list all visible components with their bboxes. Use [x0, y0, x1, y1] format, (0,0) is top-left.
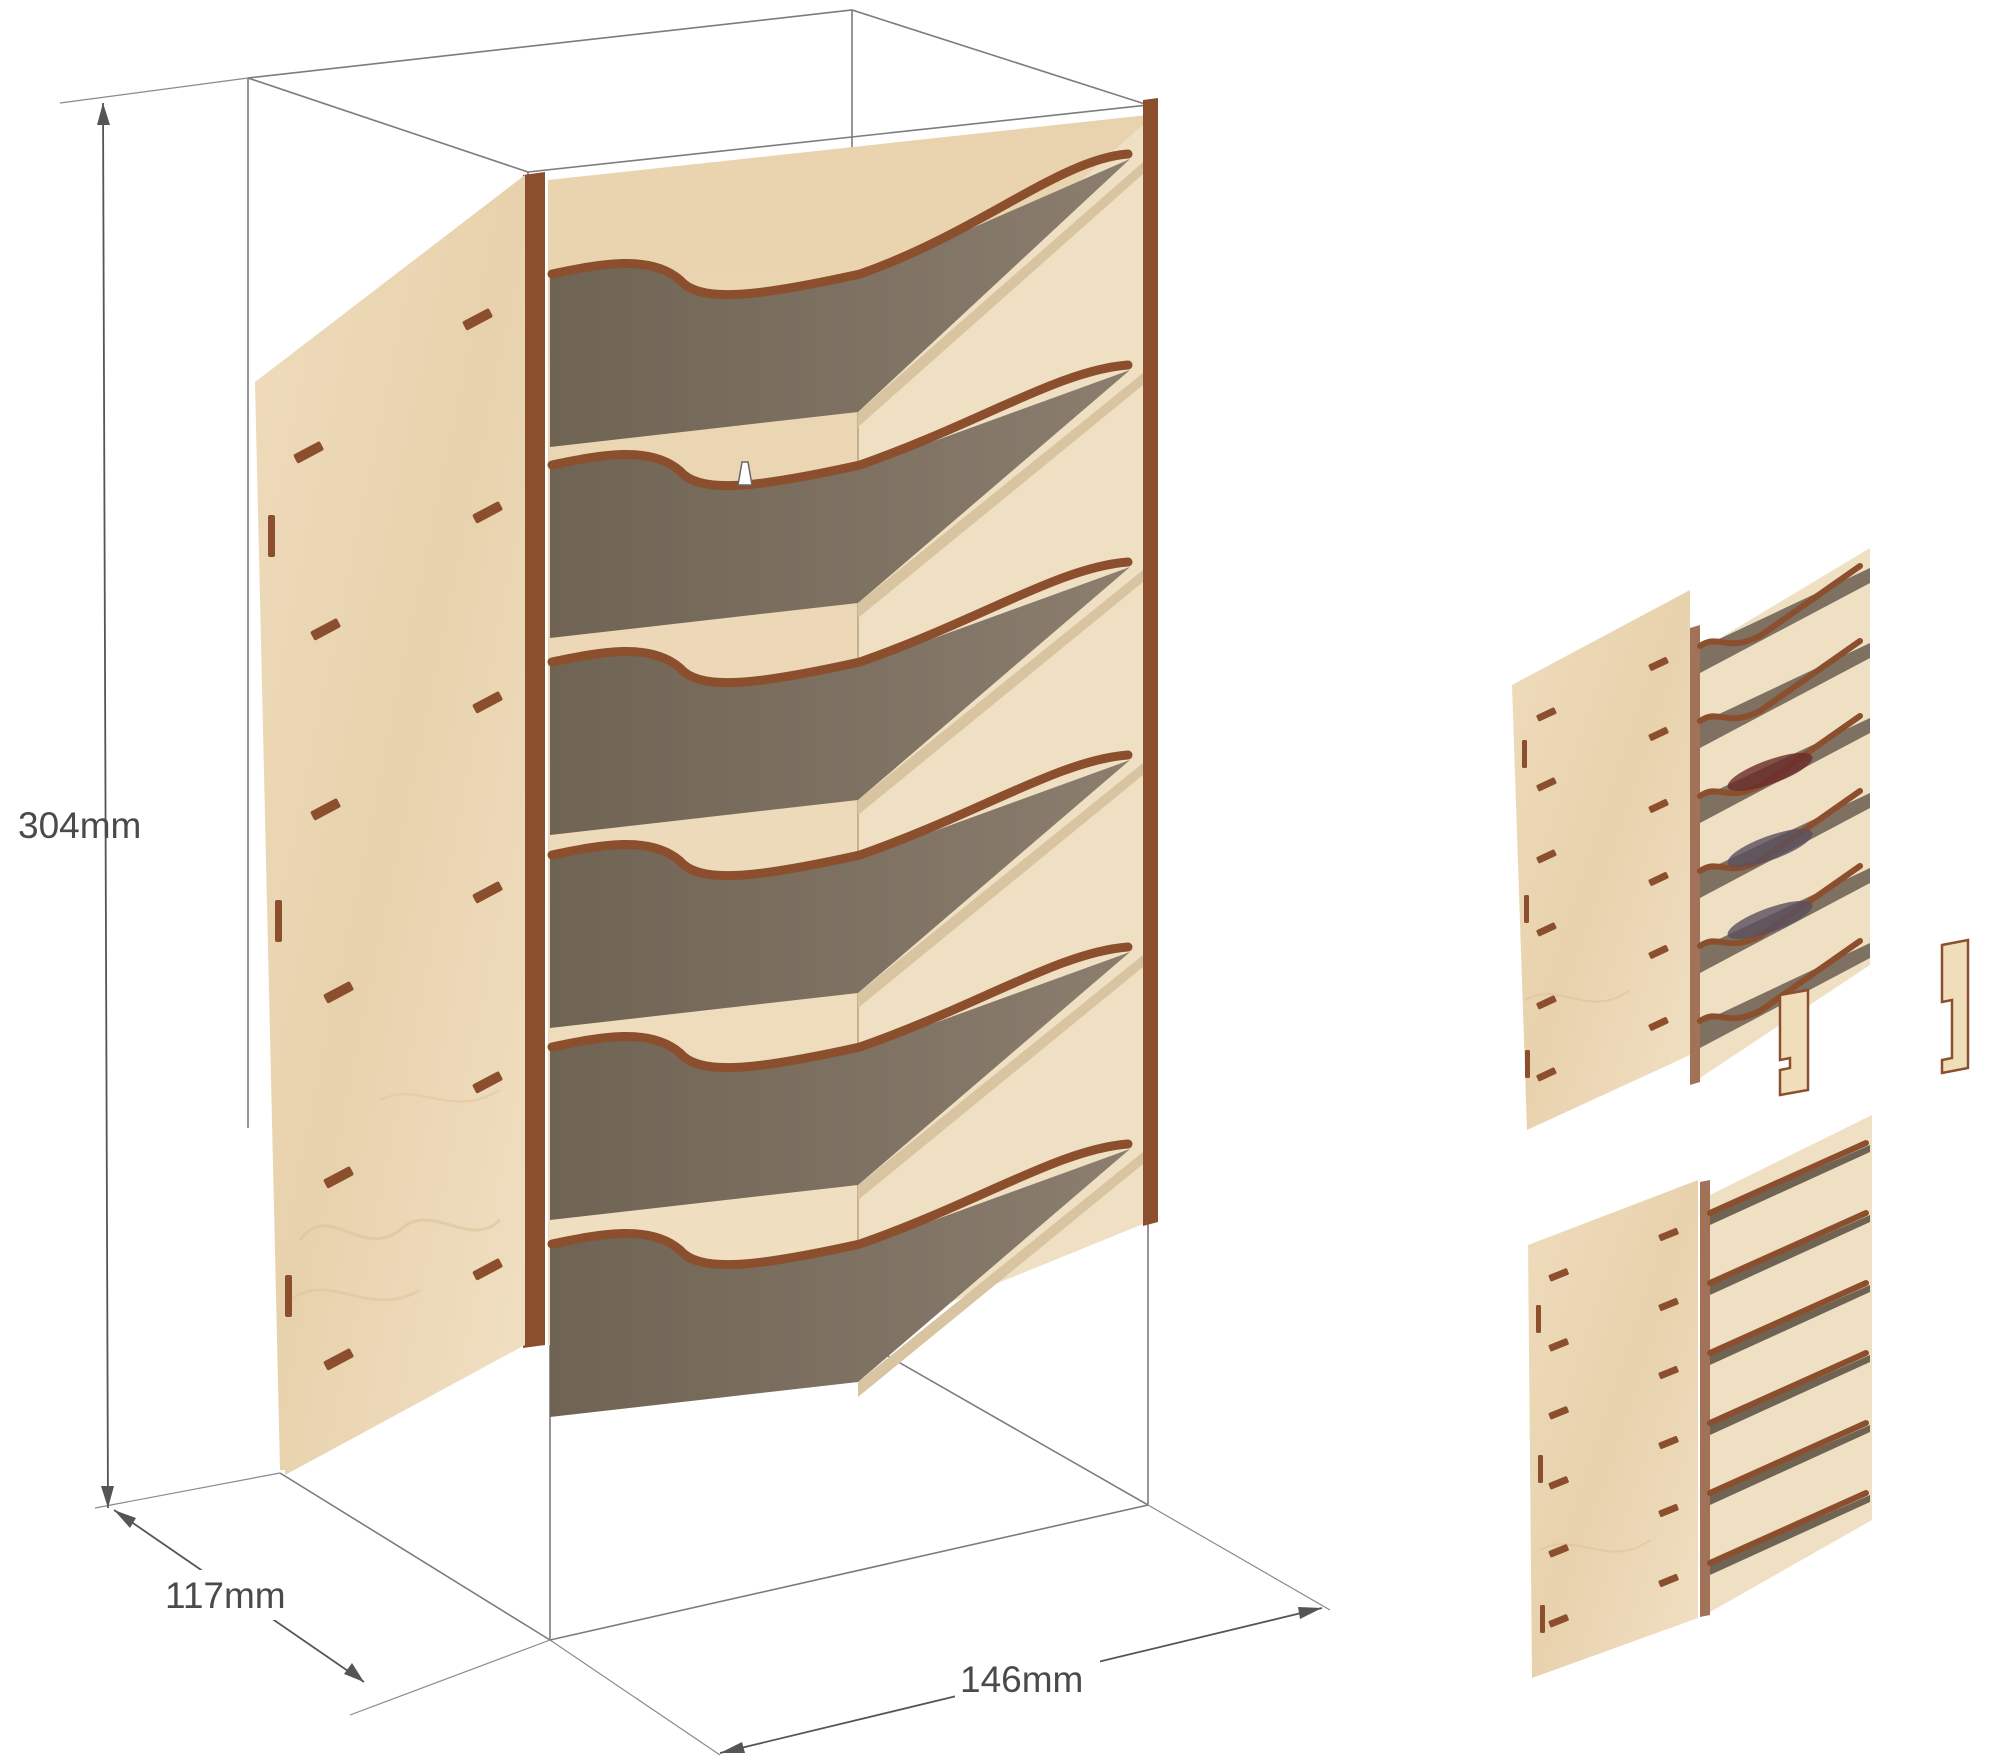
dimension-width: 146mm [549, 1504, 1331, 1756]
shelf-4 [547, 750, 1143, 1028]
shelf-2 [547, 360, 1143, 638]
shelf-5 [547, 942, 1143, 1220]
dimension-depth: 117mm [113, 1509, 551, 1716]
exploded-upper-module [1512, 548, 1870, 1130]
width-label: 146mm [960, 1659, 1083, 1700]
depth-label: 117mm [165, 1575, 286, 1616]
side-panel-slots [268, 308, 503, 1371]
lower-module-shelves [1707, 1140, 1870, 1575]
lower-module-side-panel [1528, 1180, 1698, 1678]
shelf-1 [547, 149, 1143, 447]
front-right-edge [1143, 98, 1158, 1226]
loose-clip-2 [1940, 938, 1970, 1075]
exploded-lower-module [1528, 1115, 1872, 1678]
loose-clip-1 [1778, 988, 1810, 1097]
upper-module-slots [1522, 657, 1669, 1082]
front-left-edge [523, 172, 545, 1348]
height-label: 304mm [18, 805, 141, 846]
left-side-panel [255, 175, 525, 1475]
assembled-organizer [255, 98, 1158, 1475]
dimension-height: 304mm [18, 77, 281, 1509]
shelf-3 [547, 557, 1143, 835]
shelf-6 [547, 1139, 1143, 1417]
shelves [547, 149, 1143, 1417]
lower-module-slots [1536, 1227, 1679, 1633]
